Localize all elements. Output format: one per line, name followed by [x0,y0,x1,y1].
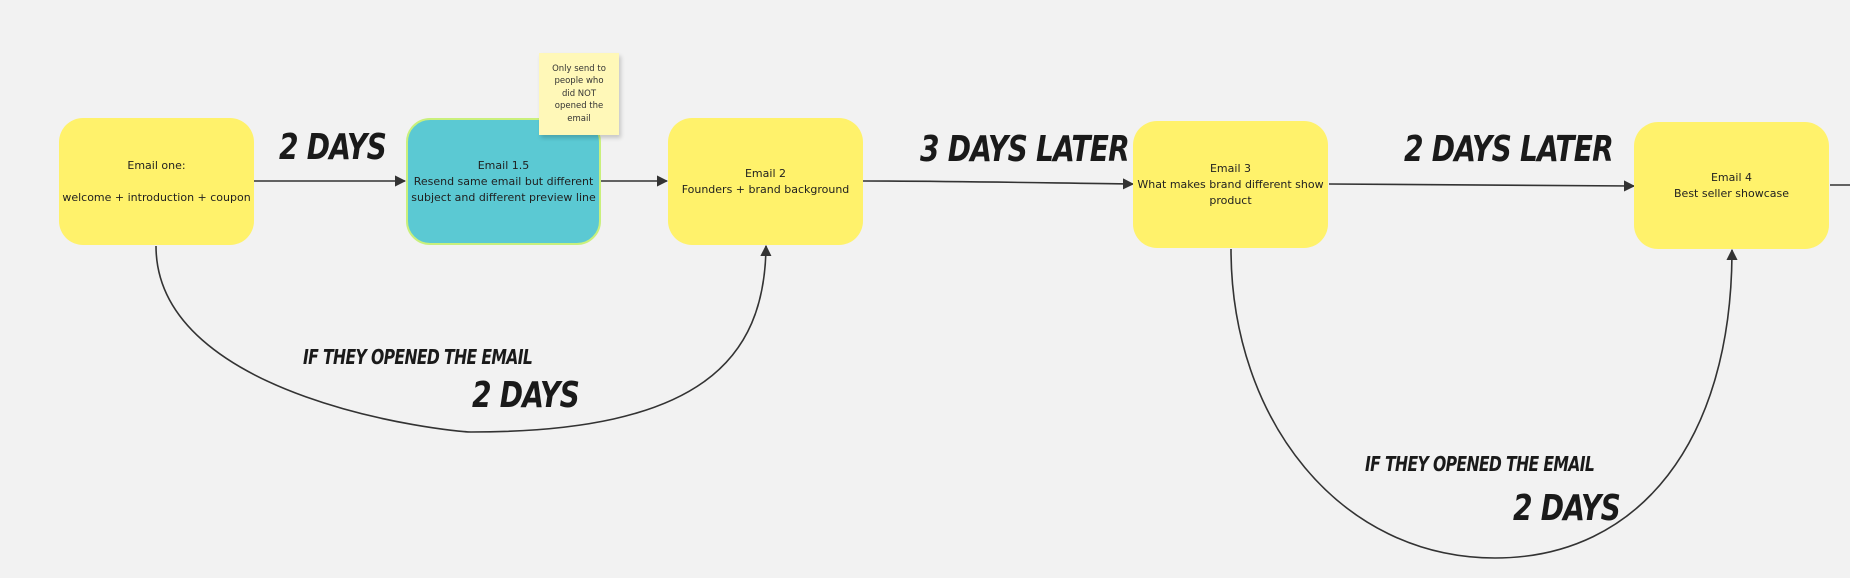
sticky-note[interactable]: Only send to people who did NOT opened t… [539,53,619,135]
sticky-note-line-5: email [567,113,591,124]
email-one-title: Email one: [127,158,186,172]
sticky-note-line-3: did NOT [561,88,597,99]
sticky-note-line-4: opened the [554,101,604,112]
email-1-5-description-line-2: subject and different preview line [411,190,596,204]
label-2-days-bottom-1[interactable]: 2 DAYS [472,375,580,416]
label-if-opened-1[interactable]: IF THEY OPENED THE EMAIL [303,345,533,369]
email-1-5-title: Email 1.5 [477,158,530,172]
email-4-description: Best seller showcase [1674,186,1789,200]
email-4-node[interactable]: Email 4 Best seller showcase [1634,122,1829,249]
email-2-description: Founders + brand background [681,182,850,196]
arrow-email-3-to-email-4[interactable] [1328,180,1636,192]
label-3-days-later[interactable]: 3 DAYS LATER [920,129,1130,170]
label-2-days-later[interactable]: 2 DAYS LATER [1404,129,1614,170]
email-1-5-node[interactable]: Email 1.5 Resend same email but differen… [406,118,601,245]
curve-email-one-to-email-2[interactable] [155,244,772,433]
label-2-days-top[interactable]: 2 DAYS [279,127,387,168]
email-3-node[interactable]: Email 3 What makes brand different show … [1133,121,1328,248]
email-one-description: welcome + introduction + coupon [62,190,251,204]
sticky-note-line-1: Only send to [552,63,606,74]
label-if-opened-2[interactable]: IF THEY OPENED THE EMAIL [1365,452,1595,476]
email-2-node[interactable]: Email 2 Founders + brand background [668,118,863,245]
email-2-title: Email 2 [744,166,786,180]
sticky-note-line-2: people who [554,76,604,87]
email-4-title: Email 4 [1710,170,1752,184]
email-one-node[interactable]: Email one: welcome + introduction + coup… [59,118,254,245]
arrow-email-2-to-email-3[interactable] [862,178,1135,190]
label-2-days-bottom-2[interactable]: 2 DAYS [1513,488,1621,529]
curve-email-3-to-email-4[interactable] [1230,248,1738,559]
email-3-description-line-1: What makes brand different show [1137,177,1324,191]
email-3-title: Email 3 [1209,161,1251,175]
email-3-description-line-2: product [1209,193,1252,207]
email-1-5-description-line-1: Resend same email but different [413,174,594,188]
